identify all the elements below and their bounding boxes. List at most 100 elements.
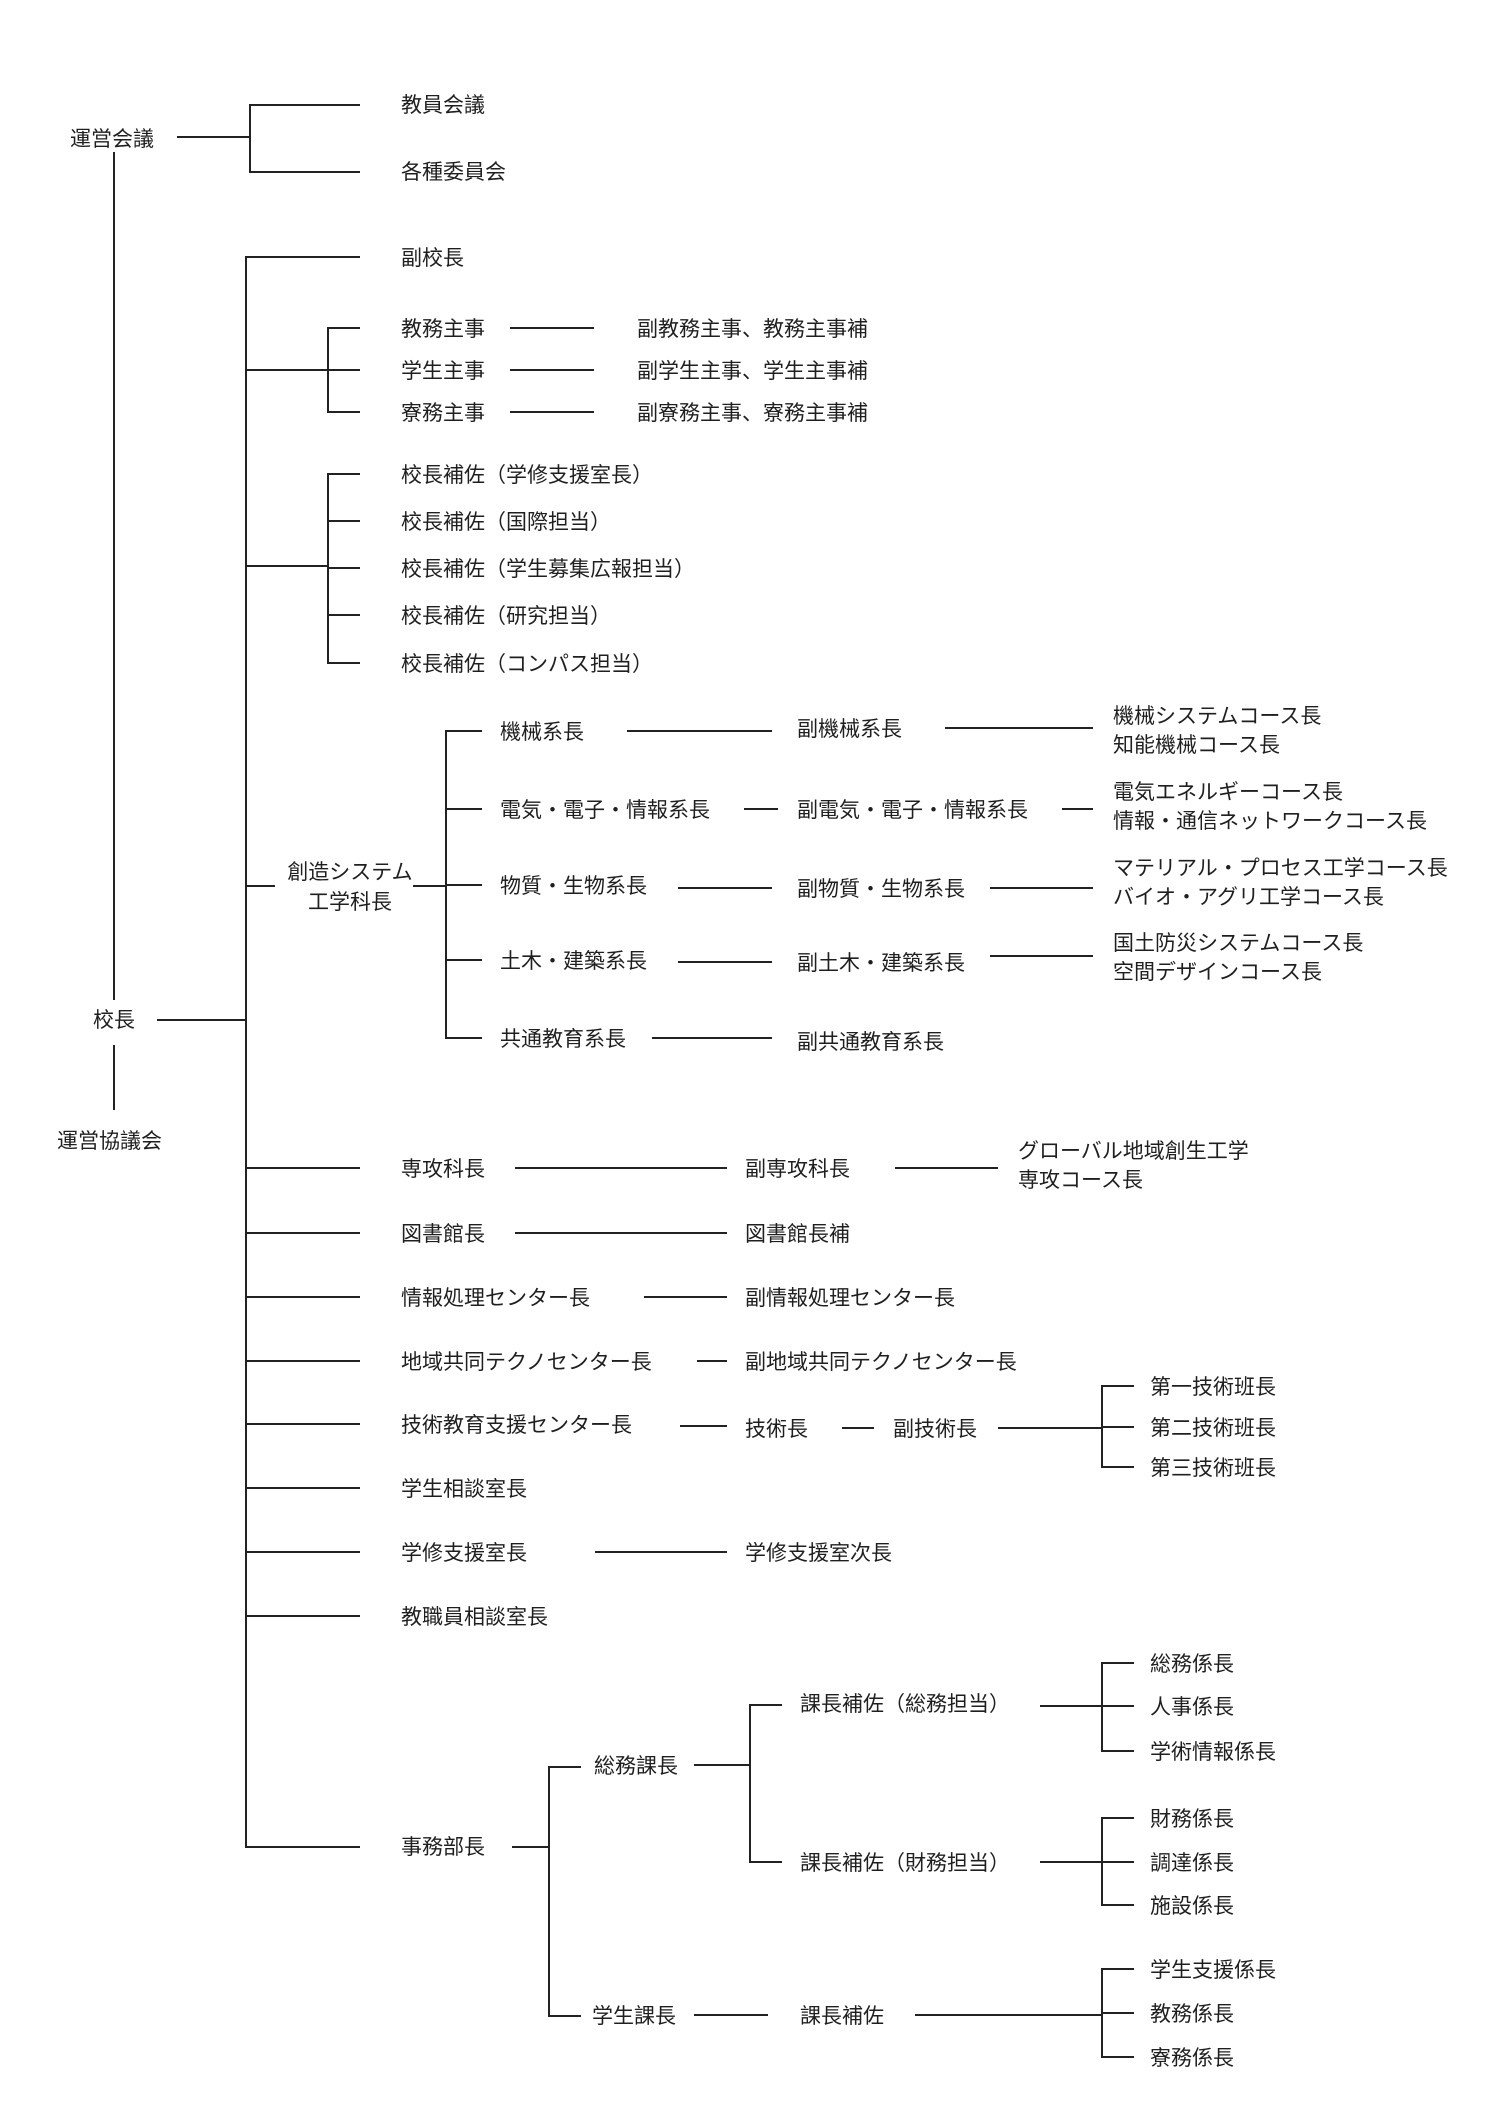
connector [445, 808, 482, 810]
node-doboku-kei: 土木・建築系長 [500, 949, 647, 973]
node-kyomu-shuji: 教務主事 [401, 317, 485, 341]
node-ryomu-shuji-sub: 副寮務主事、寮務主事補 [637, 401, 868, 425]
connector [327, 327, 360, 329]
node-hosa-gakushu: 校長補佐（学修支援室長） [401, 463, 653, 487]
node-fuku-kyotsu-kei: 副共通教育系長 [797, 1030, 944, 1054]
connector [1101, 2056, 1134, 2058]
node-unei-kaigi: 運営会議 [70, 127, 154, 151]
node-gakujutsu-joho-kakari: 学術情報係長 [1150, 1740, 1276, 1764]
connector [1101, 1662, 1134, 1664]
connector [1101, 1904, 1134, 1906]
connector [749, 1861, 782, 1863]
connector [177, 136, 249, 138]
connector [245, 1615, 360, 1617]
node-course-joho-tsushin: 情報・通信ネットワークコース長 [1113, 809, 1427, 833]
main-trunk [245, 256, 247, 1848]
node-unei-kyogikai: 運営協議会 [57, 1129, 162, 1153]
connector [445, 959, 482, 961]
node-hosa-somu: 課長補佐（総務担当） [800, 1692, 1010, 1716]
node-gakushu-shien: 学修支援室長 [401, 1541, 527, 1565]
node-gakusei-sodanshitsu: 学生相談室長 [401, 1477, 527, 1501]
node-ryomu-shuji: 寮務主事 [401, 401, 485, 425]
connector [644, 1296, 727, 1298]
connector [1101, 1385, 1134, 1387]
node-gijutsu-han-2: 第二技術班長 [1150, 1416, 1276, 1440]
connector [842, 1427, 874, 1429]
node-fuku-kikai-kei: 副機械系長 [797, 717, 902, 741]
connector [548, 1766, 581, 1768]
connector [1101, 1861, 1134, 1863]
connector [1040, 1861, 1101, 1863]
node-gijutsu-han-1: 第一技術班長 [1150, 1375, 1276, 1399]
node-fuku-kocho: 副校長 [401, 246, 464, 270]
connector [652, 1037, 772, 1039]
connector [1040, 1705, 1101, 1707]
connector [697, 1360, 727, 1362]
connector [413, 885, 445, 887]
node-kyomu-shuji-sub: 副教務主事、教務主事補 [637, 317, 868, 341]
connector [1101, 1968, 1134, 1970]
node-kyoshokuin-sodanshitsu: 教職員相談室長 [401, 1605, 548, 1629]
connector [157, 1019, 245, 1021]
node-gijutsucho: 技術長 [745, 1417, 808, 1441]
node-kyoin-kaigi: 教員会議 [401, 93, 485, 117]
connector [327, 614, 360, 616]
node-kocho: 校長 [93, 1008, 135, 1032]
node-course-kukan-design: 空間デザインコース長 [1113, 960, 1322, 984]
connector [895, 1167, 998, 1169]
node-kyomu-kakari: 教務係長 [1150, 2002, 1234, 2026]
connector [510, 411, 594, 413]
connector [245, 256, 360, 258]
connector [245, 565, 327, 567]
node-hosa-compass: 校長補佐（コンパス担当） [401, 652, 653, 676]
connector [515, 1167, 727, 1169]
node-hosa-kokusai: 校長補佐（国際担当） [401, 510, 611, 534]
node-kikai-kei: 機械系長 [500, 720, 584, 744]
node-course-global-line1: グローバル地域創生工学 [1018, 1139, 1249, 1163]
connector [113, 1045, 115, 1110]
connector [744, 808, 778, 810]
node-hosa-kouhou: 校長補佐（学生募集広報担当） [401, 557, 695, 581]
node-toshokan: 図書館長 [401, 1222, 485, 1246]
connector [694, 2014, 768, 2016]
connector [1101, 2012, 1134, 2014]
node-course-global-line2: 専攻コース長 [1018, 1168, 1143, 1192]
connector [1101, 1750, 1134, 1752]
connector [678, 887, 772, 889]
connector [245, 1423, 360, 1425]
connector [915, 2014, 1101, 2016]
connector [1101, 1466, 1134, 1468]
node-gakusei-kacho: 学生課長 [592, 2004, 676, 2028]
connector [749, 1704, 751, 1862]
connector [445, 730, 482, 732]
node-sozo-line1: 創造システム [287, 860, 413, 884]
connector [1101, 1426, 1134, 1428]
node-kakushu-iinkai: 各種委員会 [401, 160, 506, 184]
node-denki-kei: 電気・電子・情報系長 [500, 798, 710, 822]
node-fuku-busshitsu-kei: 副物質・生物系長 [797, 877, 965, 901]
node-sozo-system-kogakukacho: 創造システム 工学科長 [275, 857, 425, 917]
node-fuku-gijutsucho: 副技術長 [893, 1417, 977, 1441]
node-ryomu-kakari: 寮務係長 [1150, 2046, 1234, 2070]
node-shisetsu-kakari: 施設係長 [1150, 1894, 1234, 1918]
connector [548, 1766, 550, 2016]
node-gijutsu-han-3: 第三技術班長 [1150, 1456, 1276, 1480]
connector [327, 411, 360, 413]
connector [327, 473, 360, 475]
connector [1062, 808, 1093, 810]
connector [945, 727, 1093, 729]
node-gijutsu-center: 技術教育支援センター長 [401, 1413, 632, 1437]
connector [245, 1551, 360, 1553]
node-gakusei-hosa: 課長補佐 [800, 2004, 884, 2028]
node-course-kokudo-bosai: 国土防災システムコース長 [1113, 931, 1364, 955]
connector [245, 1296, 360, 1298]
node-hosa-kenkyu: 校長補佐（研究担当） [401, 604, 611, 628]
node-somu-kakari: 総務係長 [1150, 1652, 1234, 1676]
connector [245, 1167, 360, 1169]
node-course-chino-kikai: 知能機械コース長 [1113, 733, 1280, 757]
connector [327, 369, 360, 371]
connector [595, 1551, 727, 1553]
node-senkoka: 専攻科長 [401, 1157, 485, 1181]
connector [445, 1037, 482, 1039]
